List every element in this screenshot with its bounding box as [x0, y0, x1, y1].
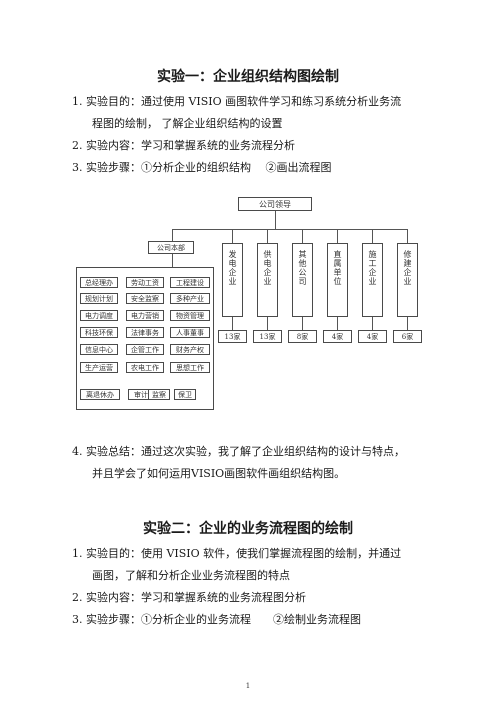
branch-box: 供电企业 [257, 243, 278, 317]
department-box: 规划计划 [80, 293, 118, 304]
department-box: 人事董事 [170, 327, 210, 338]
department-box: 工程建设 [170, 277, 210, 288]
section2-title: 实验二：企业的业务流程图的绘制 [143, 521, 353, 537]
branch-box: 修建企业 [397, 243, 418, 317]
department-box: 保卫 [174, 389, 196, 400]
page-number: 1 [245, 682, 251, 690]
section2-item1-line2: 画图，了解和分析企业业务流程图的特点 [92, 569, 290, 582]
section1-item4-line1: 4. 实验总结：通过这次实验，我了解了企业组织结构的设计与特点， [72, 445, 405, 458]
section1-item4-line2: 并且学会了如何运用VISIO画图软件画组织结构图。 [92, 467, 346, 480]
branch-box: 施工企业 [362, 243, 383, 317]
branch-count-box: 8家 [288, 330, 317, 343]
branch-count-box: 13家 [253, 330, 282, 343]
department-box: 电力营销 [126, 310, 164, 321]
org-hq-box: 公司本部 [148, 241, 194, 254]
department-box: 总经理办 [80, 277, 118, 288]
department-box: 企管工作 [126, 344, 164, 355]
section2-item1-line1: 1. 实验目的：使用 VISIO 软件，使我们掌握流程图的绘制，并通过 [72, 547, 402, 560]
department-box: 安全监察 [126, 293, 164, 304]
section2-item3: 3. 实验步骤：①分析企业的业务流程 ②绘制业务流程图 [72, 613, 361, 626]
department-box: 农电工作 [126, 362, 164, 373]
department-box: 监察 [148, 389, 170, 400]
department-box: 法律事务 [126, 327, 164, 338]
department-box: 电力调度 [80, 310, 118, 321]
branch-count-box: 13家 [218, 330, 247, 343]
section2-item2: 2. 实验内容：学习和掌握系统的业务流程图分析 [72, 591, 306, 604]
branch-box: 其他公司 [292, 243, 313, 317]
section1-item1-line2: 程图的绘制， 了解企业组织结构的设置 [92, 117, 283, 130]
department-box: 思想工作 [170, 362, 210, 373]
branch-count-box: 4家 [358, 330, 387, 343]
department-box: 生产运营 [80, 362, 118, 373]
branch-count-box: 4家 [323, 330, 352, 343]
branch-box: 直属单位 [327, 243, 348, 317]
department-box: 信息中心 [80, 344, 118, 355]
org-top-box: 公司领导 [238, 197, 312, 211]
section1-item1-line1: 1. 实验目的：通过使用 VISIO 画图软件学习和练习系统分析业务流 [72, 95, 402, 108]
department-box: 科技环保 [80, 327, 118, 338]
section1-item2: 2. 实验内容：学习和掌握系统的业务流程分析 [72, 139, 295, 152]
department-box: 离退休办 [80, 389, 120, 400]
department-box: 劳动工资 [126, 277, 164, 288]
department-box: 物资管理 [170, 310, 210, 321]
branch-count-box: 6家 [393, 330, 422, 343]
org-departments-frame [76, 267, 214, 410]
branch-box: 发电企业 [222, 243, 243, 317]
department-box: 多种产业 [170, 293, 210, 304]
section1-item3: 3. 实验步骤：①分析企业的组织结构 ②画出流程图 [72, 161, 332, 174]
section1-title: 实验一：企业组织结构图绘制 [157, 69, 339, 85]
org-chart: 公司领导 公司本部 总经理办劳动工资工程建设规划计划安全监察多种产业电力调度电力… [76, 197, 422, 410]
department-box: 财务产权 [170, 344, 210, 355]
